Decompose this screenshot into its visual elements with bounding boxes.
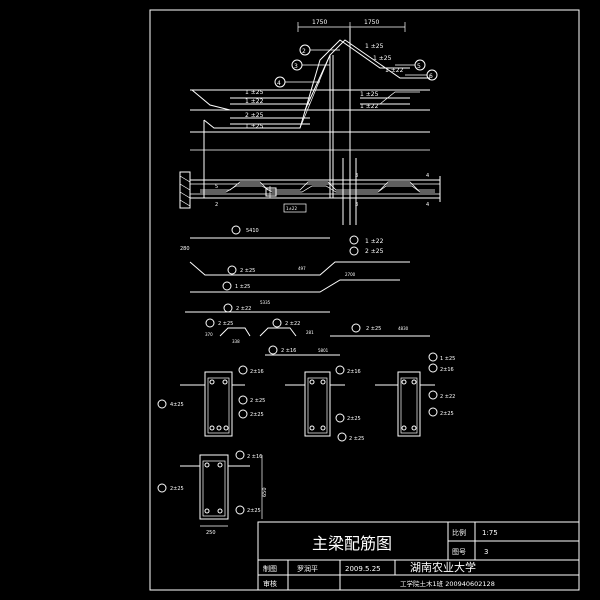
bar-schedule: 5410 280 2 ±25 497 1 ±25 2700 2 ±22 5335… (180, 225, 430, 356)
svg-text:4: 4 (277, 80, 281, 87)
sec-label-b: 2 ±25 (365, 248, 384, 255)
section-4: 250 650 2 ±16 2±25 2±25 (157, 450, 268, 536)
svg-text:5: 5 (417, 63, 421, 70)
svg-text:2: 2 (215, 202, 218, 208)
dim-top-left: 1750 (312, 19, 327, 26)
elev-label-6: 2 ±25 (245, 112, 264, 119)
svg-text:2 ±25: 2 ±25 (366, 326, 381, 332)
bar3-label: 1 ±25 (235, 284, 250, 290)
dept-id: 工学院土木1班 200940602128 (400, 579, 495, 588)
svg-text:5335: 5335 (260, 300, 271, 305)
svg-text:5801: 5801 (318, 348, 329, 353)
school-name: 湖南农业大学 (410, 560, 476, 574)
svg-text:2700: 2700 (345, 272, 356, 277)
svg-text:6: 6 (429, 73, 433, 80)
sec1-bot: 2±25 (250, 412, 264, 418)
sec3-top: 2±16 (440, 367, 454, 373)
sec1-left: 4±25 (170, 402, 184, 408)
sec4-bot: 2±25 (247, 508, 261, 514)
svg-text:4830: 4830 (398, 326, 409, 331)
svg-text:5: 5 (215, 184, 218, 190)
elev-label-4: 1 ±25 (245, 89, 264, 96)
sec2-top: 2±16 (347, 369, 361, 375)
sheet-value: 3 (484, 548, 488, 556)
drawn-date: 2009.5.25 (345, 565, 381, 573)
svg-text:2 ±25: 2 ±25 (349, 436, 364, 442)
section-2: 2±16 2±25 2 ±25 (285, 365, 364, 442)
elev-label-7: 1 ±25 (245, 123, 264, 130)
drawn-name: 罗润平 (297, 564, 318, 573)
elev-label-1: 1 ±25 (365, 43, 384, 50)
svg-text:3: 3 (355, 202, 358, 208)
sheet-label: 图号 (452, 548, 466, 556)
svg-text:338: 338 (232, 339, 240, 344)
sec4-left: 2±25 (170, 486, 184, 492)
elev-label-5: 1 ±22 (245, 98, 264, 105)
sec2-bot: 2±25 (347, 416, 361, 422)
title-block: 主梁配筋图 比例 1:75 图号 3 制图 罗润平 2009.5.25 审核 湖… (257, 521, 580, 591)
svg-text:497: 497 (298, 266, 306, 271)
bar4-label: 2 ±22 (236, 306, 251, 312)
svg-text:3: 3 (294, 63, 298, 70)
check-label: 审核 (263, 579, 277, 588)
svg-text:281: 281 (306, 330, 314, 335)
elev-label-8: 1 ±25 (360, 91, 379, 98)
elev-label-9: 1 ±22 (360, 103, 379, 110)
beam-elevation: 1750 1750 5 2 3 3 4 4 1±22 (179, 19, 441, 256)
svg-text:3: 3 (355, 173, 358, 179)
drawn-label: 制图 (263, 564, 277, 573)
svg-text:1 ±25: 1 ±25 (440, 356, 455, 362)
sec4-width: 250 (206, 530, 216, 536)
bar5-label: 2 ±25 (218, 321, 233, 327)
svg-text:280: 280 (180, 246, 190, 252)
scale-value: 1:75 (482, 529, 498, 537)
svg-text:2: 2 (302, 48, 306, 55)
svg-text:2 ±22: 2 ±22 (440, 394, 455, 400)
bar1-length: 5410 (246, 228, 259, 234)
sec3-bot: 2±25 (440, 411, 454, 417)
svg-text:1±22: 1±22 (286, 206, 297, 211)
sec-label-a: 1 ±22 (365, 238, 384, 245)
bar6-label: 2 ±22 (285, 321, 300, 327)
drawing-title: 主梁配筋图 (312, 534, 392, 553)
section-1: 2±16 2 ±25 2±25 4±25 (157, 365, 265, 437)
svg-text:2 ±16: 2 ±16 (247, 454, 262, 460)
svg-text:4: 4 (426, 173, 429, 179)
scale-label: 比例 (452, 528, 466, 537)
dim-top-right: 1750 (364, 19, 379, 26)
svg-text:4: 4 (426, 202, 429, 208)
elev-label-2: 1 ±25 (373, 55, 392, 62)
svg-text:2 ±16: 2 ±16 (281, 348, 296, 354)
bar2-label: 2 ±25 (240, 268, 255, 274)
svg-text:2 ±25: 2 ±25 (250, 398, 265, 404)
section-3: 1 ±25 2±16 2 ±22 2±25 (375, 352, 455, 437)
sec1-top: 2±16 (250, 369, 264, 375)
sec4-height: 650 (262, 487, 268, 497)
elev-label-3: 1 ±22 (385, 67, 404, 74)
svg-text:370: 370 (205, 332, 213, 337)
